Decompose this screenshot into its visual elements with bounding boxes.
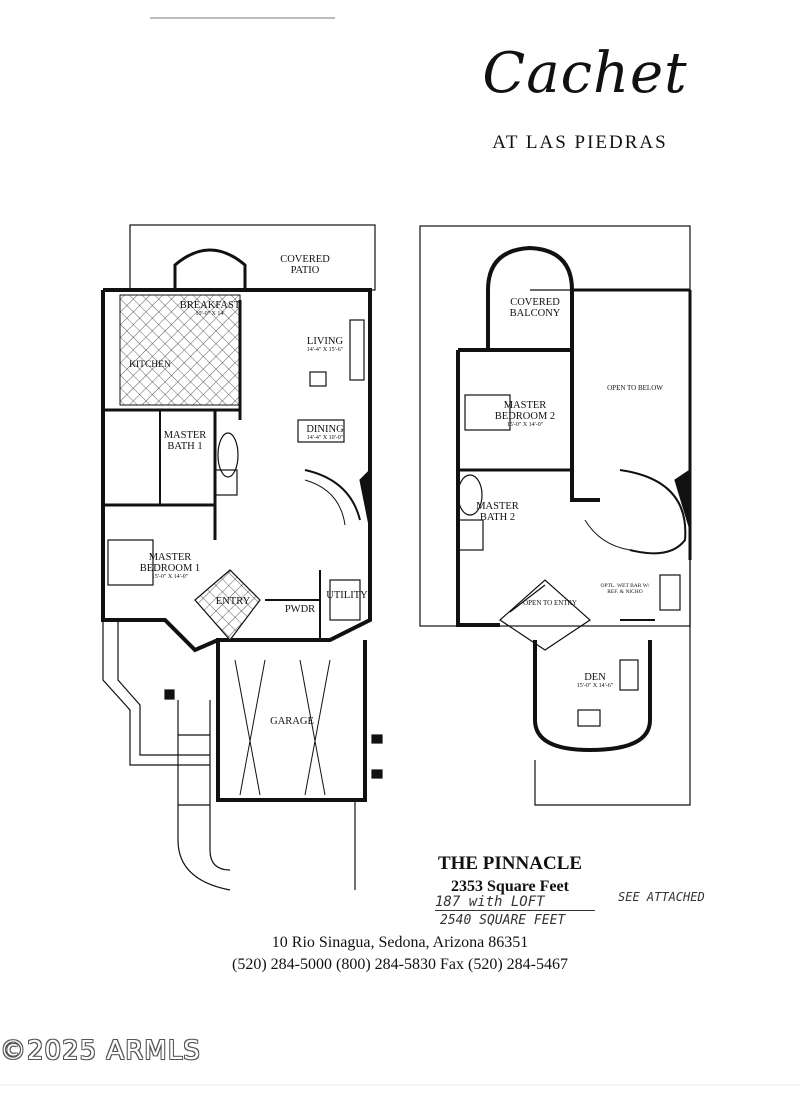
- master-bedroom-2-name: MASTER BEDROOM 2: [494, 400, 556, 423]
- den-dimensions: 15'-0" X 14'-6": [576, 683, 614, 690]
- dining-name: DINING: [306, 424, 344, 435]
- room-label-living: LIVING 14'-4" X 15'-6": [290, 336, 360, 353]
- room-label-covered-patio: COVERED PATIO: [280, 254, 330, 277]
- plan-square-feet: 2353 Square Feet: [451, 878, 569, 895]
- room-label-master-bedroom-2: MASTER BEDROOM 2 15'-0" X 14'-0": [480, 400, 570, 428]
- room-label-wet-bar: OPTL. WET BAR W/ REF. & NICHO: [600, 583, 650, 595]
- contact-phones: (520) 284-5000 (800) 284-5830 Fax (520) …: [232, 956, 568, 973]
- room-label-garage: GARAGE: [270, 716, 314, 727]
- room-label-dining: DINING 14'-4" X 10'-0": [290, 424, 360, 441]
- handwritten-total: 2540 SQUARE FEET: [440, 913, 566, 928]
- master-bedroom-1-dimensions: 15'-0" X 14'-0": [151, 574, 189, 581]
- room-label-master-bedroom-1: MASTER BEDROOM 1 15'-0" X 14'-0": [130, 552, 210, 580]
- brand-name: Cachet: [482, 41, 688, 106]
- room-label-entry: ENTRY: [215, 596, 251, 607]
- room-label-utility: UTILITY: [326, 590, 368, 601]
- breakfast-name: BREAKFAST: [179, 300, 241, 311]
- copyright-watermark: ©2025 ARMLS: [0, 1036, 201, 1066]
- living-name: LIVING: [306, 336, 344, 347]
- breakfast-dimensions: 10'-0" X 14': [195, 311, 225, 318]
- room-label-pwdr: PWDR: [284, 604, 316, 615]
- contact-address: 10 Rio Sinagua, Sedona, Arizona 86351: [271, 934, 529, 951]
- room-label-open-to-entry: OPEN TO ENTRY: [523, 599, 577, 607]
- room-label-master-bath-1: MASTER BATH 1: [163, 430, 207, 453]
- den-name: DEN: [584, 672, 606, 683]
- room-label-den: DEN 15'-0" X 14'-6": [565, 672, 625, 689]
- plan-name: THE PINNACLE: [437, 853, 583, 874]
- dining-dimensions: 14'-4" X 10'-0": [306, 435, 344, 442]
- master-bedroom-1-name: MASTER BEDROOM 1: [139, 552, 201, 575]
- room-label-covered-balcony: COVERED BALCONY: [509, 297, 561, 320]
- room-label-open-to-below: OPEN TO BELOW: [607, 384, 663, 392]
- living-dimensions: 14'-4" X 15'-6": [306, 347, 344, 354]
- room-label-master-bath-2: MASTER BATH 2: [476, 501, 519, 524]
- master-bedroom-2-dimensions: 15'-0" X 14'-0": [506, 422, 544, 429]
- room-label-breakfast: BREAKFAST 10'-0" X 14': [170, 300, 250, 317]
- handwritten-loft: 187 with LOFT: [435, 894, 595, 911]
- handwritten-see-attached: SEE ATTACHED: [618, 890, 705, 904]
- brand-subtitle: AT LAS PIEDRAS: [492, 132, 668, 153]
- room-label-kitchen: KITCHEN: [129, 360, 171, 370]
